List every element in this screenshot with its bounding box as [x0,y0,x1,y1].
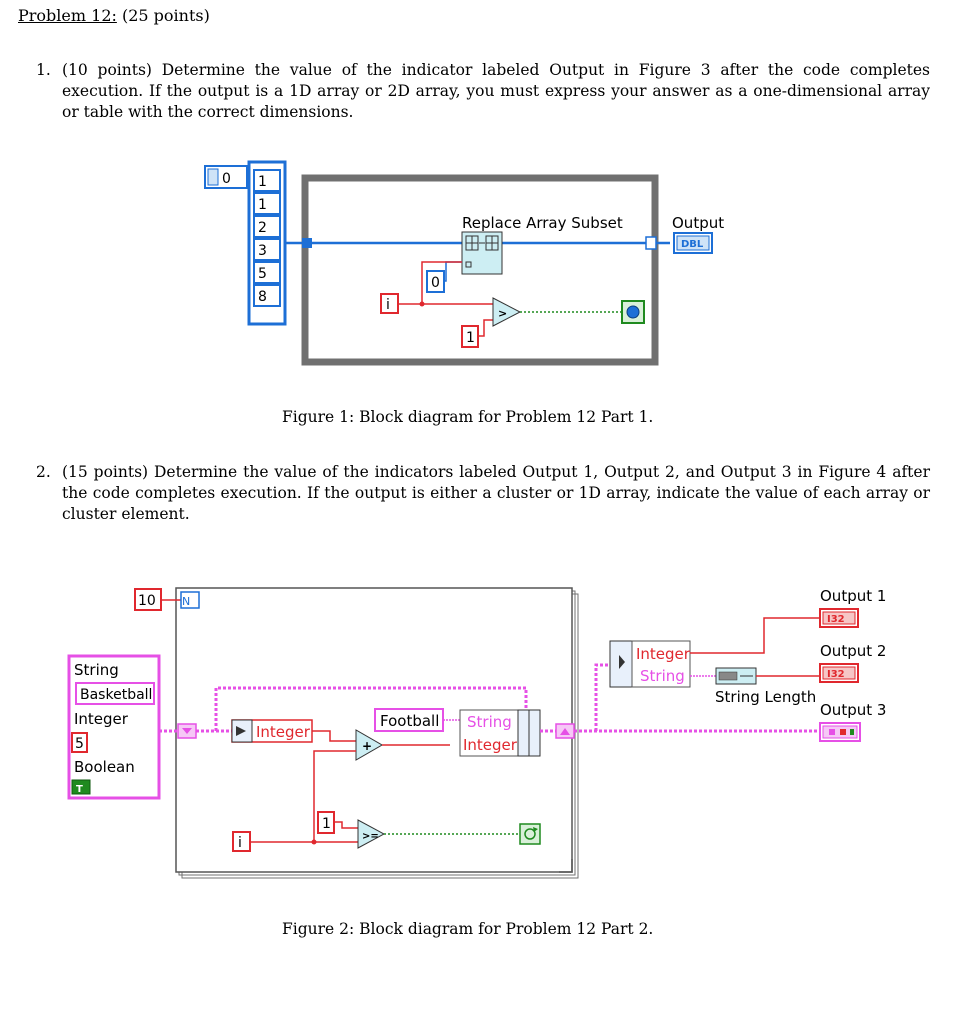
output-2-label: Output 2 [820,642,886,660]
output-1-label: Output 1 [820,587,886,605]
count-terminal-label: N [182,595,190,608]
cluster-integer-label: Integer [74,710,129,728]
cluster-integer-value: 5 [75,736,84,752]
wire-junction [419,301,425,307]
output-1-type: I32 [827,614,845,625]
cluster-integer-value-box [71,732,88,753]
shift-register-up-arrow-icon [560,728,570,735]
cluster-constant [67,654,161,800]
question-1: 1. (10 points) Determine the value of th… [36,60,930,123]
unbundle-integer-label: Integer [256,723,311,741]
array-element: 1 [258,197,267,213]
shift-register-arrow-icon [182,728,192,734]
continue-icon [524,828,536,840]
conditional-terminal-icon [519,823,541,845]
one-wire [334,821,358,829]
unbundle-out-arrow-icon [619,655,625,669]
index-spinner-icon [207,168,219,186]
integer-wire [312,730,356,742]
unbundle-out-string-label: String [640,667,685,685]
question-1-text: (10 points) Determine the value of the i… [62,61,930,121]
bundle-integer-label: Integer [463,736,518,754]
stop-sign-icon [626,305,640,319]
iteration-terminal-label: i [386,297,390,313]
replace-array-subset-icon [465,235,499,268]
for-loop-corner [559,859,573,873]
while-loop-structure [301,174,659,366]
football-constant-value: Football [380,712,439,730]
one-wire [478,319,493,337]
count-terminal [180,591,200,609]
i-wire-to-index [421,261,462,304]
question-2: 2. (15 points) Determine the value of th… [36,462,930,525]
continue-arrow-icon [533,827,538,832]
figure-1-block-diagram: 0 1 1 2 3 5 8 Replace Array Subset [204,160,724,366]
output-3-cluster-glyph [840,729,846,735]
output-1-indicator-inner [822,611,856,625]
figure-1-caption: Figure 1: Block diagram for Problem 12 P… [282,408,654,426]
string-length-label: String Length [715,688,816,706]
array-index-value: 0 [222,171,231,187]
greater-than-node [492,297,522,327]
output-3-cluster-glyph [850,729,854,735]
output-3-cluster-glyph [829,729,835,735]
question-2-number: 2. [36,463,51,481]
array-element: 5 [258,266,267,282]
wire-junction [311,839,317,845]
array-element: 1 [258,174,267,190]
question-1-number: 1. [36,61,51,79]
cluster-boolean-value-box [71,779,91,795]
output-indicator-inner [676,235,710,251]
constant-zero-value: 0 [431,275,440,291]
iteration-terminal-label: i [238,835,242,851]
array-cells: 1 1 2 3 5 8 [253,169,281,307]
shift-register-left-icon [302,238,312,248]
question-2-text: (15 points) Determine the value of the i… [62,463,930,523]
problem-points: (25 points) [121,6,210,25]
problem-heading: Problem 12: (25 points) [18,6,210,25]
cluster-boolean-value: T [76,784,83,795]
string-length-icon [718,671,738,681]
figure-2-caption: Figure 2: Block diagram for Problem 12 P… [282,920,654,938]
output-indicator-label: Output [672,214,724,232]
cluster-string-label: String [74,661,119,679]
cluster-to-unbundle-wire [594,663,610,731]
cluster-string-value-box [75,682,155,705]
array-element: 8 [258,289,267,305]
unbundle-arrow-icon [236,726,246,736]
cluster-string-value: Basketball [80,687,152,703]
replace-array-subset-label: Replace Array Subset [462,214,623,232]
cluster-wire-top [214,686,528,731]
greater-or-equal-symbol: >= [362,831,379,842]
constant-one-value: 1 [466,330,475,346]
greater-or-equal-node [357,819,386,849]
output-1-wire [690,617,820,654]
problem-label: Problem 12: [18,6,117,25]
greater-than-symbol: > [498,307,507,320]
output-type-label: DBL [681,239,704,250]
count-constant-value: 10 [138,593,156,609]
bundle-string-label: String [467,713,512,731]
unbundle-out-integer-label: Integer [636,645,691,663]
constant-one-value: 1 [322,816,331,832]
cluster-boolean-label: Boolean [74,758,135,776]
output-2-type: I32 [827,669,845,680]
output-3-label: Output 3 [820,701,886,719]
array-element: 2 [258,220,267,236]
shift-register-right-icon [645,236,657,250]
add-node [355,729,384,761]
unbundle-out-node [631,640,691,688]
array-element: 3 [258,243,267,259]
i-wire-to-add [313,750,356,842]
add-symbol: + [362,739,372,753]
output-2-indicator-inner [822,666,856,680]
